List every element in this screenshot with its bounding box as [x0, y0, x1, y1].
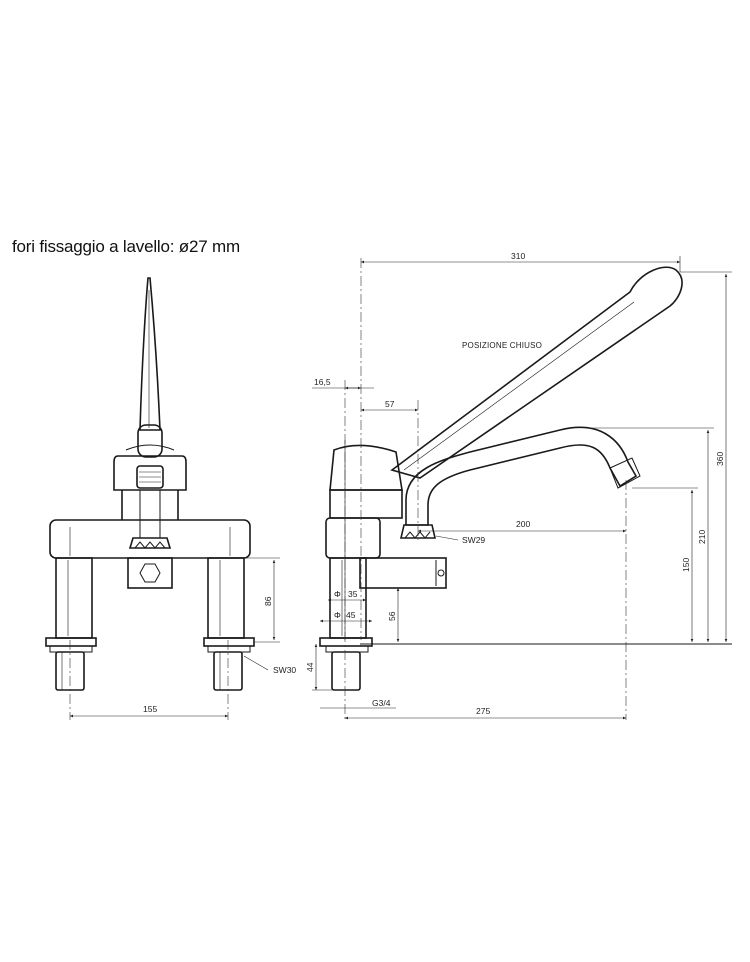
label-posizione-chiuso: POSIZIONE CHIUSO: [462, 341, 542, 350]
dim-360: 360: [715, 452, 725, 466]
front-bridge-bar: [49, 519, 251, 559]
side-view: POSIZIONE CHIUSO 310: [305, 251, 732, 720]
dim-45-phi: Φ: [334, 610, 341, 620]
side-inlet-block: [359, 557, 447, 589]
dim-44: 44: [305, 662, 315, 672]
dim-57: 57: [385, 399, 395, 409]
front-view: 86 155 SW30: [45, 277, 296, 720]
front-body-housing: [113, 455, 187, 491]
front-left-flange: [45, 637, 97, 647]
dim-86: 86: [263, 596, 273, 606]
front-lever-handle: [139, 277, 161, 431]
side-lever-handle: [390, 266, 683, 479]
dim-210: 210: [697, 530, 707, 544]
label-sw30: SW30: [273, 665, 296, 675]
dim-35-phi: Φ: [334, 589, 341, 599]
front-hex-inlet: [127, 557, 173, 589]
label-g3-4: G3/4: [372, 698, 391, 708]
dim-155: 155: [143, 704, 157, 714]
dim-150: 150: [681, 558, 691, 572]
dim-35: 35: [348, 589, 358, 599]
dim-200: 200: [516, 519, 530, 529]
front-lever-pivot: [137, 424, 163, 458]
front-right-leg: [207, 557, 245, 639]
side-spout: [405, 426, 638, 526]
dim-310: 310: [511, 251, 525, 261]
dim-16-5: 16,5: [314, 377, 331, 387]
dim-45: 45: [346, 610, 356, 620]
side-body-housing: [329, 444, 403, 491]
dim-275: 275: [476, 706, 490, 716]
dim-56: 56: [387, 611, 397, 621]
mounting-hole-caption: fori fissaggio a lavello: ø27 mm: [12, 237, 240, 256]
front-right-flange: [203, 637, 255, 647]
label-sw29: SW29: [462, 535, 485, 545]
front-left-leg: [55, 557, 93, 639]
